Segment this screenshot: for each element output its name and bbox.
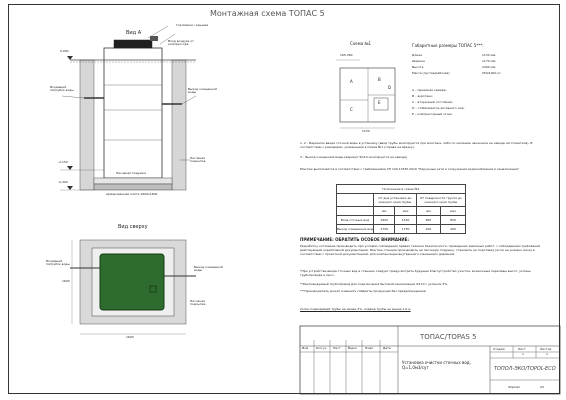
tb-product-name: ТОПАС/TOPAS 5 xyxy=(420,333,477,341)
legend-item: D – стабилизатор активного ила; xyxy=(412,106,465,110)
attention-paragraph: *При устройстве ввода сточных вод в стан… xyxy=(300,269,531,277)
legend-item: В – аэротенк; xyxy=(412,94,434,98)
tb-col-header: Изм xyxy=(302,346,309,350)
sand-bed-label: Песчаная подушка xyxy=(116,171,146,175)
tb-format-value: А3 xyxy=(540,385,544,389)
air-inlet-callout: Вход воздуха от компрессора xyxy=(168,39,194,46)
dimensions-heading: Габаритные размеры ТОПАС 5***: xyxy=(412,43,484,48)
level-bottom: -2,300 xyxy=(58,180,68,184)
page-title: Монтажная схема ТОПАС 5 xyxy=(210,9,325,18)
top-view-label: Вид сверху xyxy=(118,224,148,230)
legend-item: С – вторичный отстойник; xyxy=(412,100,454,104)
dimension-row: Масса (пустая/рабочая)250/1000 кг. xyxy=(412,71,502,75)
attention-paragraph: **Рекомендуемый трубопровод для подключе… xyxy=(300,282,449,286)
tb-col-header: Лист xyxy=(333,346,341,350)
compartment-d: D xyxy=(388,85,392,90)
legend-item: Е – компрессорный отсек. xyxy=(412,112,454,116)
sand-backfill-label: Песчаная подсыпка xyxy=(190,156,206,163)
attention-paragraph: Разработку котлована производить при усл… xyxy=(300,244,541,256)
drawing-sheet xyxy=(8,4,560,394)
tb-stage-header: Лист xyxy=(518,347,526,351)
installation-note: Монтаж выполняется в соответствии с треб… xyxy=(300,167,520,171)
tb-description: Установка очистки сточных вод, Q=1,0м3/с… xyxy=(402,360,471,370)
tb-col-header: Дата xyxy=(383,346,391,350)
attention-heading: ПРИМЕЧАНИЕ: ОБРАТИТЬ ОСОБОЕ ВНИМАНИЕ: xyxy=(300,237,409,242)
neck-callout: Горловина / крышка xyxy=(176,23,209,27)
table-row: Вход сточных вод 1900 1550 850 850 xyxy=(336,215,466,225)
side-inlet-label: Входящий патрубок воды xyxy=(50,85,74,92)
top-dim-height: 1600 xyxy=(62,279,70,283)
top-outlet-label: Выход очищенной воды xyxy=(194,265,224,272)
top-sand-label: Песчаная подсыпка xyxy=(190,299,206,306)
compartment-e: E xyxy=(378,100,381,105)
level-mid: -2,150 xyxy=(58,160,68,164)
tb-col-header: Кол.уч xyxy=(316,346,327,350)
concrete-slab-label: Армированная плита 1600х1600 xyxy=(106,192,158,196)
table-row: Выход очищенных вод 1750 1750 400 400 xyxy=(336,224,466,234)
compartment-b: B xyxy=(378,77,381,82)
scheme-dim-bottom: 1150 xyxy=(362,129,370,133)
compartment-c: C xyxy=(350,107,353,112)
top-dim-width: 1600 xyxy=(126,335,134,339)
top-inlet-label: Входящий патрубок воды xyxy=(46,259,70,266)
legend-list: А – приемная камера; В – аэротенк; С – в… xyxy=(412,88,532,118)
tb-stage-header: Листов xyxy=(540,347,552,351)
attention-paragraph: ***Производитель может изменить габариты… xyxy=(300,289,427,293)
attention-footer: Уклон подводящей трубы не менее 2%, подв… xyxy=(300,307,411,311)
tb-col-header: Подп xyxy=(365,346,374,350)
scheme-dim-top: 165-360 xyxy=(340,53,353,57)
depth-table: Положение в схеме №1 От дна установки до… xyxy=(336,184,467,234)
scheme-label: Схема №1 xyxy=(350,41,372,46)
legend-item: А – приемная камера; xyxy=(412,88,447,92)
note-outlet: 3 – Выход очищенной воды (вариант Ф110 м… xyxy=(300,155,407,159)
side-view-label: Вид А xyxy=(126,30,142,36)
tb-col-header: №док xyxy=(348,346,357,350)
note-inlet-options: 1, 2 – Варианты ввода сточной воды в уст… xyxy=(300,141,533,149)
tb-stage-value: 1 xyxy=(522,352,524,356)
side-outlet-label: Выход очищенной воды xyxy=(188,87,218,94)
tb-stage-value: 1 xyxy=(546,352,548,356)
tb-format-label: Формат xyxy=(508,385,521,389)
tb-company: ТОПОЛ-ЭКО/TOPOL-ECO xyxy=(494,366,556,372)
tb-stage-header: Стадия xyxy=(493,347,505,351)
compartment-a: A xyxy=(350,79,353,84)
level-top: 0,000 xyxy=(60,49,69,53)
